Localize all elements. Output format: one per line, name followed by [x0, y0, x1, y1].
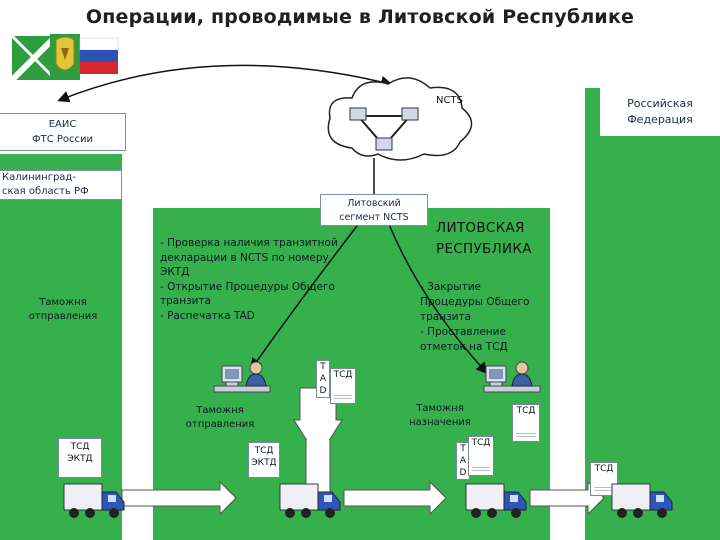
departure-workstation-icon [212, 356, 274, 402]
destination-step: транзита [420, 311, 472, 323]
tsd-document: ТСД [468, 436, 494, 476]
truck-icon [610, 478, 674, 522]
tsd-label: ТСД [471, 438, 491, 448]
tad-document: T A D [316, 360, 330, 398]
ncts-cloud-icon [327, 77, 473, 161]
kaliningrad-line2: ская область РФ [2, 186, 89, 197]
departure-line2: отправления [185, 419, 255, 430]
destination-steps: - Закрытие Процедуры Общего транзита - П… [420, 280, 546, 355]
departure-step: - Открытие Процедуры Общего [160, 280, 335, 293]
tsd-label: ТСД [333, 370, 353, 380]
destination-workstation-icon [482, 356, 544, 402]
eais-line2: ФТС России [31, 134, 94, 145]
customs-emblem-logo [4, 30, 122, 92]
russia-line2: Федерация [627, 113, 693, 126]
eais-box: ЕАИС ФТС России [0, 113, 126, 151]
computer-icon [349, 107, 419, 151]
departure-steps: - Проверка наличия транзитной декларации… [160, 236, 360, 323]
ncts-segment-line1: Литовский [347, 198, 401, 209]
tad-letter: T [320, 362, 326, 372]
kaliningrad-box: Калининград- ская область РФ [0, 170, 122, 200]
departure-customs-left: Таможня отправления [8, 296, 118, 324]
departure-line1: Таможня [196, 405, 244, 416]
destination-step: Процедуры Общего [420, 296, 530, 308]
tad-letter: A [459, 456, 467, 466]
tad-letter: T [460, 444, 466, 454]
lithuania-title: ЛИТОВСКАЯ РЕСПУБЛИКА [436, 218, 550, 260]
destination-step: - Проставление [420, 326, 506, 338]
destination-customs: Таможня назначения [400, 402, 480, 430]
lithuania-line1: ЛИТОВСКАЯ [436, 220, 525, 236]
departure-step: декларации в NCTS по номеру ЭКТД [160, 251, 329, 279]
destination-line1: Таможня [416, 403, 464, 414]
tsd-label: ТСД [516, 406, 536, 416]
ektd-label: ЭКТД [67, 454, 93, 464]
departure-left-line1: Таможня [39, 297, 87, 308]
lithuania-line2: РЕСПУБЛИКА [436, 241, 532, 257]
tsd-ektd-document: ТСД ЭКТД [248, 442, 280, 478]
ektd-label: ЭКТД [251, 458, 277, 468]
truck-icon [62, 478, 126, 522]
departure-step: - Проверка наличия транзитной [160, 237, 338, 249]
tsd-document: ТСД [512, 404, 540, 442]
truck-icon [464, 478, 528, 522]
tsd-label: ТСД [594, 464, 614, 474]
tad-letter: D [459, 468, 467, 478]
tad-letter: A [319, 374, 327, 384]
tad-document: T A D [456, 442, 470, 480]
ncts-segment-line2: сегмент NCTS [339, 212, 409, 223]
departure-customs: Таможня отправления [180, 404, 260, 432]
destination-step: - Закрытие [420, 281, 481, 293]
russia-line1: Российская [627, 97, 693, 110]
destination-step: отметок на ТСД [420, 341, 508, 353]
russia-label-box: Российская Федерация [600, 88, 720, 136]
tsd-ektd-document: ТСД ЭКТД [58, 438, 102, 478]
departure-step: транзита [160, 295, 212, 307]
truck-icon [278, 478, 342, 522]
departure-left-line2: отправления [28, 311, 98, 322]
departure-step: - Распечатка TAD [160, 309, 255, 322]
page-title: Операции, проводимые в Литовской Республ… [85, 6, 635, 28]
ncts-segment-box: Литовский сегмент NCTS [320, 194, 428, 226]
tsd-label: ТСД [254, 446, 274, 456]
tsd-document: ТСД [330, 368, 356, 404]
tad-letter: D [319, 386, 327, 396]
ncts-label: NCTS [436, 95, 463, 106]
kaliningrad-line1: Калининград- [2, 172, 76, 183]
eais-line1: ЕАИС [48, 119, 77, 130]
destination-line2: назначения [409, 417, 471, 428]
tsd-label: ТСД [70, 442, 90, 452]
